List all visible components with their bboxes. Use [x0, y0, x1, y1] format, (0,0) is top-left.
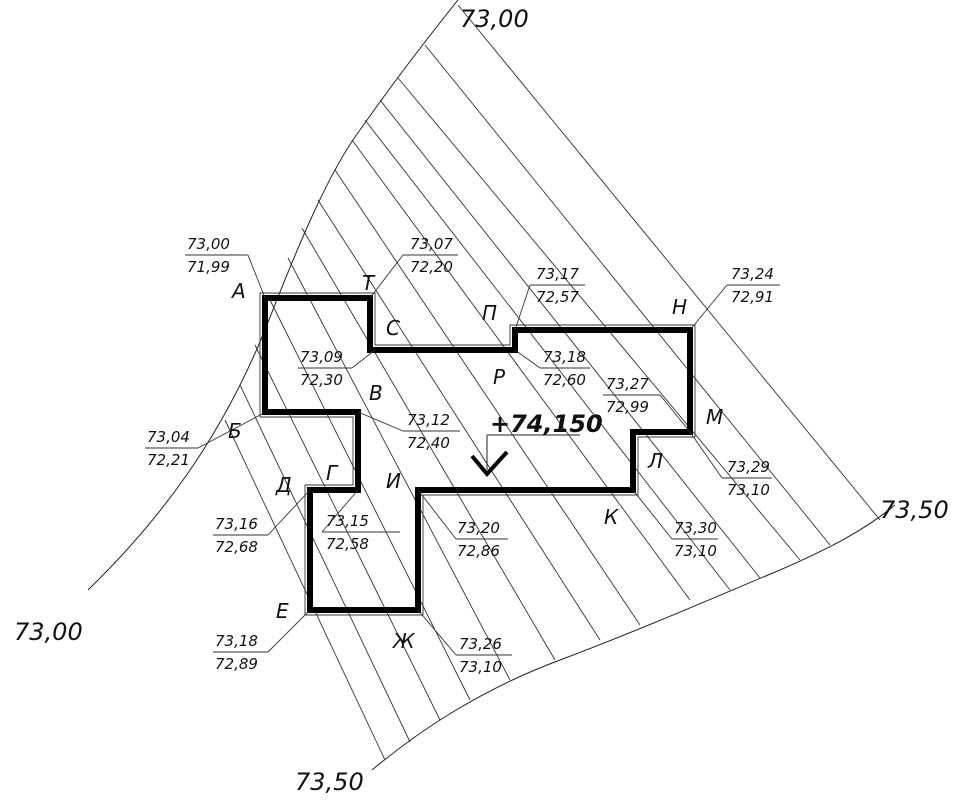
elevation-t-top: 73,07	[410, 235, 453, 253]
elevation-l-bottom: 73,10	[727, 481, 770, 499]
contour-73-50-line	[371, 504, 896, 771]
elevation-v: 73,12 72,40	[407, 411, 450, 452]
corner-letter-r: Р	[493, 365, 506, 389]
contour-label-top: 73,00	[460, 5, 529, 33]
elevation-e: 73,18 72,89	[215, 632, 258, 673]
corner-letter-p: П	[482, 301, 497, 325]
elevation-t: 73,07 72,20	[410, 235, 453, 276]
elevation-a-bottom: 71,99	[187, 258, 230, 276]
corner-letter-i: И	[386, 469, 401, 493]
elevation-b: 73,04 72,21	[147, 428, 190, 469]
elevation-zh: 73,26 73,10	[459, 635, 502, 676]
corner-letter-t: Т	[362, 271, 376, 295]
elevation-p-top: 73,17	[536, 265, 579, 283]
elevation-i: 73,20 72,86	[457, 519, 500, 560]
contour-label-bottom: 73,50	[295, 768, 364, 796]
floor-elevation-marker	[470, 434, 580, 478]
elevation-k-bottom: 73,10	[674, 542, 717, 560]
elevation-p-bottom: 72,57	[536, 288, 579, 306]
elevation-l: 73,29 73,10	[727, 458, 770, 499]
elevation-g: 73,15 72,58	[326, 512, 369, 553]
elevation-zh-top: 73,26	[459, 635, 502, 653]
elevation-a: 73,00 71,99	[187, 235, 230, 276]
elevation-g-top: 73,15	[326, 512, 369, 530]
elevation-s-bottom: 72,30	[300, 371, 343, 389]
elevation-d: 73,16 72,68	[215, 515, 258, 556]
elevation-g-bottom: 72,58	[326, 535, 369, 553]
corner-letter-a: А	[230, 279, 246, 303]
elevation-v-bottom: 72,40	[407, 434, 450, 452]
elevation-n: 73,24 72,91	[731, 265, 774, 306]
elevation-r-top: 73,18	[543, 348, 586, 366]
elevation-d-bottom: 72,68	[215, 538, 258, 556]
elevation-k: 73,30 73,10	[674, 519, 717, 560]
elevation-i-top: 73,20	[457, 519, 500, 537]
elevation-l-top: 73,29	[727, 458, 770, 476]
contour-hatch-lines	[224, 4, 881, 761]
contour-label-left: 73,00	[14, 618, 83, 646]
elevation-n-top: 73,24	[731, 265, 774, 283]
leader-lines	[145, 254, 780, 656]
corner-letter-d: Д	[275, 473, 292, 497]
elevation-s-top: 73,09	[300, 348, 343, 366]
elevation-m: 73,27 72,99	[606, 375, 649, 416]
elevation-a-top: 73,00	[187, 235, 230, 253]
elevation-m-bottom: 72,99	[606, 398, 649, 416]
elevation-b-bottom: 72,21	[147, 451, 190, 469]
corner-letter-zh: Ж	[391, 629, 416, 653]
elevation-zh-bottom: 73,10	[459, 658, 502, 676]
building-outline-offset	[259, 292, 696, 616]
elevation-e-bottom: 72,89	[215, 655, 258, 673]
elevation-r-bottom: 72,60	[543, 371, 586, 389]
floor-mark-label: +74,150	[490, 410, 603, 438]
corner-letter-m: М	[706, 405, 723, 429]
elevation-k-top: 73,30	[674, 519, 717, 537]
elevation-e-top: 73,18	[215, 632, 258, 650]
elevation-v-top: 73,12	[407, 411, 450, 429]
elevation-b-top: 73,04	[147, 428, 190, 446]
elevation-r: 73,18 72,60	[543, 348, 586, 389]
contour-label-right: 73,50	[880, 496, 949, 524]
elevation-t-bottom: 72,20	[410, 258, 453, 276]
elevation-n-bottom: 72,91	[731, 288, 774, 306]
elevation-p: 73,17 72,57	[536, 265, 579, 306]
corner-letter-s: С	[386, 316, 400, 340]
corner-letter-n: Н	[672, 295, 687, 319]
elevation-s: 73,09 72,30	[300, 348, 343, 389]
elevation-i-bottom: 72,86	[457, 542, 500, 560]
corner-letter-e: Е	[276, 599, 289, 623]
corner-letter-v: В	[369, 381, 383, 405]
corner-letter-g: Г	[326, 461, 339, 485]
contour-73-00-line	[87, 0, 459, 591]
corner-letter-b: Б	[228, 419, 242, 443]
corner-letter-k: К	[604, 505, 619, 529]
elevation-d-top: 73,16	[215, 515, 258, 533]
corner-letter-l: Л	[647, 449, 663, 473]
elevation-m-top: 73,27	[606, 375, 649, 393]
